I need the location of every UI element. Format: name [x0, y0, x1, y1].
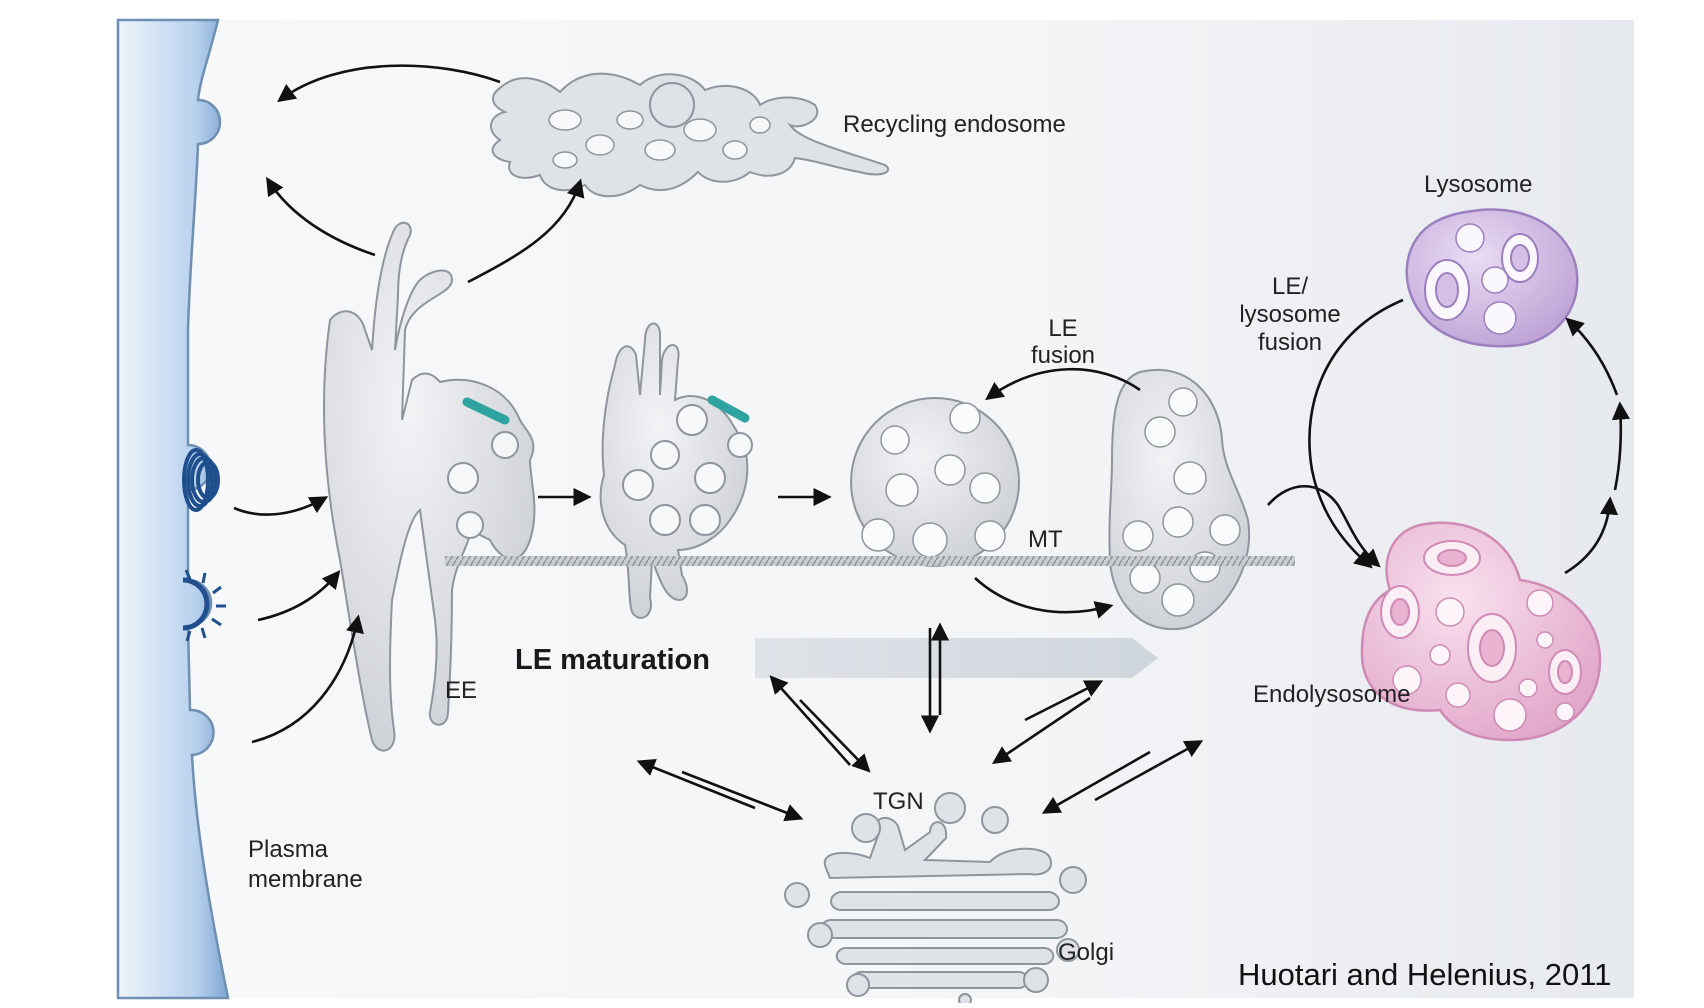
arrow-tgn-to-le [1024, 680, 1104, 722]
microtubule [445, 556, 1295, 566]
arrow-pit-to-ee [251, 614, 364, 744]
recycling-endosome-label: Recycling endosome [843, 111, 1066, 138]
tgn-label: TGN [873, 788, 924, 815]
le-fusion-label-1: LE [1048, 315, 1077, 342]
le-lysosome-fusion-label-1: LE/ [1272, 273, 1308, 300]
arrow-endolysosome-to-golgi [1041, 750, 1151, 814]
plasma-membrane-label-2: membrane [248, 866, 363, 893]
arrow-golgi-to-endolysosome [1094, 740, 1204, 802]
endolysosome-label: Endolysosome [1253, 681, 1410, 708]
citation: Huotari and Helenius, 2011 [1238, 957, 1611, 992]
arrow-le-to-tgn [991, 696, 1091, 765]
arrow-tgn-to-maturing [769, 675, 851, 766]
le-maturation-band [755, 638, 1158, 678]
le-fusion-label-2: fusion [1031, 342, 1095, 369]
le-lysosome-fusion-label-2: lysosome [1239, 301, 1340, 328]
lysosome-label: Lysosome [1424, 171, 1533, 198]
le-maturation-label: LE maturation [515, 644, 710, 676]
early-endosome [323, 221, 536, 752]
arrow-lysosome-to-endolysosome [1308, 298, 1404, 569]
lysosome [1405, 208, 1579, 348]
arrow-endolysosome-up-2 [1611, 401, 1631, 491]
clathrin-coated-pit [182, 569, 226, 642]
arrow-ccp-to-ee [257, 570, 341, 622]
arrow-ee-to-recycling [467, 178, 585, 284]
arrow-pm-to-golgi [681, 770, 804, 822]
rab-domain-maturing [707, 395, 750, 423]
arrow-le-fusion [985, 367, 1141, 401]
le-lysosome-fusion-label-3: fusion [1258, 329, 1322, 356]
pathway-arrows [233, 64, 1631, 822]
arrow-recycling-to-pm [277, 64, 501, 103]
golgi-label: Golgi [1058, 939, 1114, 966]
golgi-apparatus [784, 792, 1087, 1007]
rab5-domain-ee [462, 397, 510, 425]
caveolar-carrier [182, 448, 220, 512]
recycling-endosome [490, 72, 890, 198]
ee-label: EE [445, 677, 477, 704]
arrow-golgi-to-pm [636, 758, 756, 810]
arrow-endolysosome-up-1 [1564, 496, 1619, 575]
endolysosome [1360, 521, 1602, 742]
arrow-endolysosome-to-lysosome [1565, 317, 1619, 396]
arrow-maturing-to-tgn [799, 699, 871, 773]
arrow-ee-to-pm [266, 176, 376, 257]
arrow-le-to-endolysosome [1267, 484, 1381, 568]
arrow-caveolae-to-ee [233, 496, 329, 516]
plasma-membrane-label-1: Plasma [248, 836, 329, 863]
late-endosome-round [850, 397, 1020, 567]
arrow-le-to-elongated [974, 577, 1114, 619]
mt-label: MT [1028, 526, 1063, 553]
maturing-endosome [599, 322, 753, 619]
